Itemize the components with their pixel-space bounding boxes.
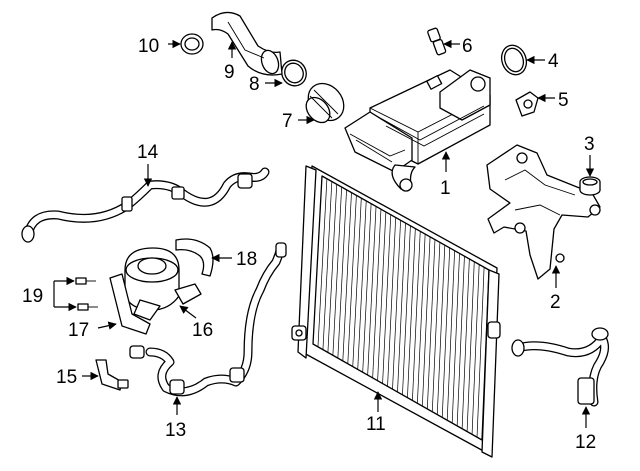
callout-4: 4	[548, 51, 559, 72]
pressure-sensor	[427, 27, 447, 56]
radiator-fin	[451, 253, 460, 424]
callout-11: 11	[366, 414, 386, 435]
callout-15: 15	[56, 367, 77, 388]
coolant-hose-lower	[129, 242, 287, 397]
bracket	[486, 144, 601, 280]
radiator	[291, 165, 501, 458]
radiator-fin	[352, 198, 362, 367]
callout-3: 3	[584, 134, 595, 155]
callout-13: 13	[165, 420, 186, 441]
radiator-hose-right	[511, 327, 610, 407]
pump-bracket	[109, 273, 151, 335]
intercooler	[344, 69, 491, 192]
radiator-fin	[342, 192, 352, 361]
temperature-sensor	[95, 359, 129, 391]
callout-labels: 1 2 3 4 5 6 7 8 9 10 11 12 13 14 15 16 1…	[22, 36, 596, 453]
coolant-pump	[124, 247, 202, 321]
callout-7: 7	[282, 111, 293, 132]
callout-6: 6	[462, 36, 473, 57]
radiator-fin	[476, 267, 485, 438]
callout-9: 9	[224, 62, 235, 83]
radiator-fin	[377, 211, 387, 381]
callout-8: 8	[249, 74, 260, 95]
callout-10: 10	[138, 36, 159, 57]
callout-17: 17	[68, 320, 89, 341]
radiator-fin	[431, 242, 441, 412]
radiator-fin	[422, 236, 431, 407]
callout-14: 14	[137, 142, 159, 163]
radiator-fin	[441, 247, 451, 418]
radiator-fin	[392, 220, 401, 390]
radiator-fin	[362, 203, 372, 373]
radiator-fin	[402, 225, 411, 395]
sensor-bracket	[515, 91, 539, 117]
radiator-fin	[367, 206, 377, 376]
callout-2: 2	[550, 292, 561, 313]
callout-1: 1	[440, 178, 451, 199]
radiator-fin	[446, 250, 455, 421]
mounting-bolts	[75, 277, 98, 311]
radiator-fin	[372, 209, 382, 378]
seal-ring	[180, 33, 204, 55]
radiator-fin	[412, 231, 421, 401]
intake-hose	[211, 11, 283, 76]
radiator-fin	[317, 178, 328, 347]
hose-clamp	[281, 59, 307, 87]
coolant-hose-upper	[21, 167, 270, 243]
radiator-fin	[327, 184, 338, 353]
radiator-fin	[322, 181, 333, 350]
radiator-fin	[397, 222, 406, 393]
radiator-fin	[407, 228, 416, 398]
radiator-fin	[357, 200, 367, 370]
radiator-fin	[387, 217, 397, 387]
radiator-fin	[382, 214, 392, 384]
radiator-fin	[417, 234, 426, 404]
callout-18: 18	[236, 249, 257, 270]
radiator-fin	[426, 239, 436, 409]
radiator-fin	[347, 195, 357, 364]
radiator-fin	[337, 189, 347, 359]
o-ring	[500, 44, 528, 76]
radiator-fin	[466, 261, 475, 432]
grommet	[579, 176, 601, 196]
hose-connector	[305, 82, 345, 124]
callout-12: 12	[575, 432, 596, 453]
radiator-fin	[332, 187, 342, 356]
leader-lines	[53, 39, 595, 428]
callout-5: 5	[558, 90, 569, 111]
radiator-fin	[436, 245, 446, 415]
radiator-fin	[461, 258, 470, 429]
callout-16: 16	[192, 320, 213, 341]
callout-19: 19	[22, 286, 43, 307]
radiator-fin	[471, 264, 480, 435]
pump-strap	[175, 238, 214, 277]
radiator-fin	[456, 256, 465, 426]
